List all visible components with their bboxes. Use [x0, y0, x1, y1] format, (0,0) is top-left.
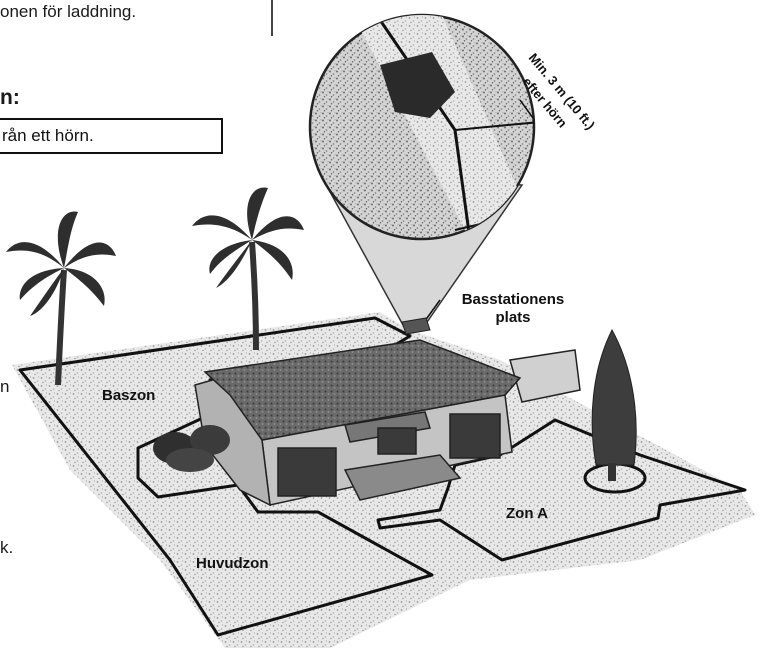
column-divider — [271, 0, 273, 36]
boundary-wire — [18, 316, 747, 637]
body-text-fragment-k: k. — [0, 538, 14, 557]
house-side-wing — [509, 349, 581, 403]
shrub — [153, 425, 230, 472]
house-window-left — [277, 447, 337, 497]
boundary-wire-tree-loop — [583, 462, 647, 494]
porch-floor — [343, 454, 462, 501]
zone-label-a: Zon A — [506, 505, 548, 522]
base-station-icon — [380, 52, 455, 118]
base-station-marker — [401, 299, 441, 335]
magnifier-callout — [308, 13, 536, 326]
section-heading-fragment: n: — [0, 86, 20, 109]
distance-arrow — [519, 99, 534, 201]
boundary-wire-main — [18, 316, 434, 637]
boundary-wire-zone-a — [376, 418, 747, 562]
palm-tree-right — [192, 187, 304, 351]
cypress-tree — [591, 328, 637, 481]
house-roof — [203, 339, 522, 441]
house — [194, 339, 581, 507]
house-window-center — [377, 427, 417, 455]
zone-label-base: Baszon — [102, 387, 155, 404]
base-station-label-line1: Basstationens — [462, 291, 565, 308]
porch-roof — [344, 411, 431, 443]
zone-label-main: Huvudzon — [196, 555, 269, 572]
house-window-right — [449, 413, 501, 459]
body-text-fragment-top: onen för laddning. — [0, 2, 137, 21]
palm-tree-left — [6, 211, 116, 386]
boxed-note: rån ett hörn. — [0, 118, 223, 154]
base-station-label-line2: plats — [495, 309, 530, 326]
body-text-fragment-n: n — [0, 377, 10, 396]
